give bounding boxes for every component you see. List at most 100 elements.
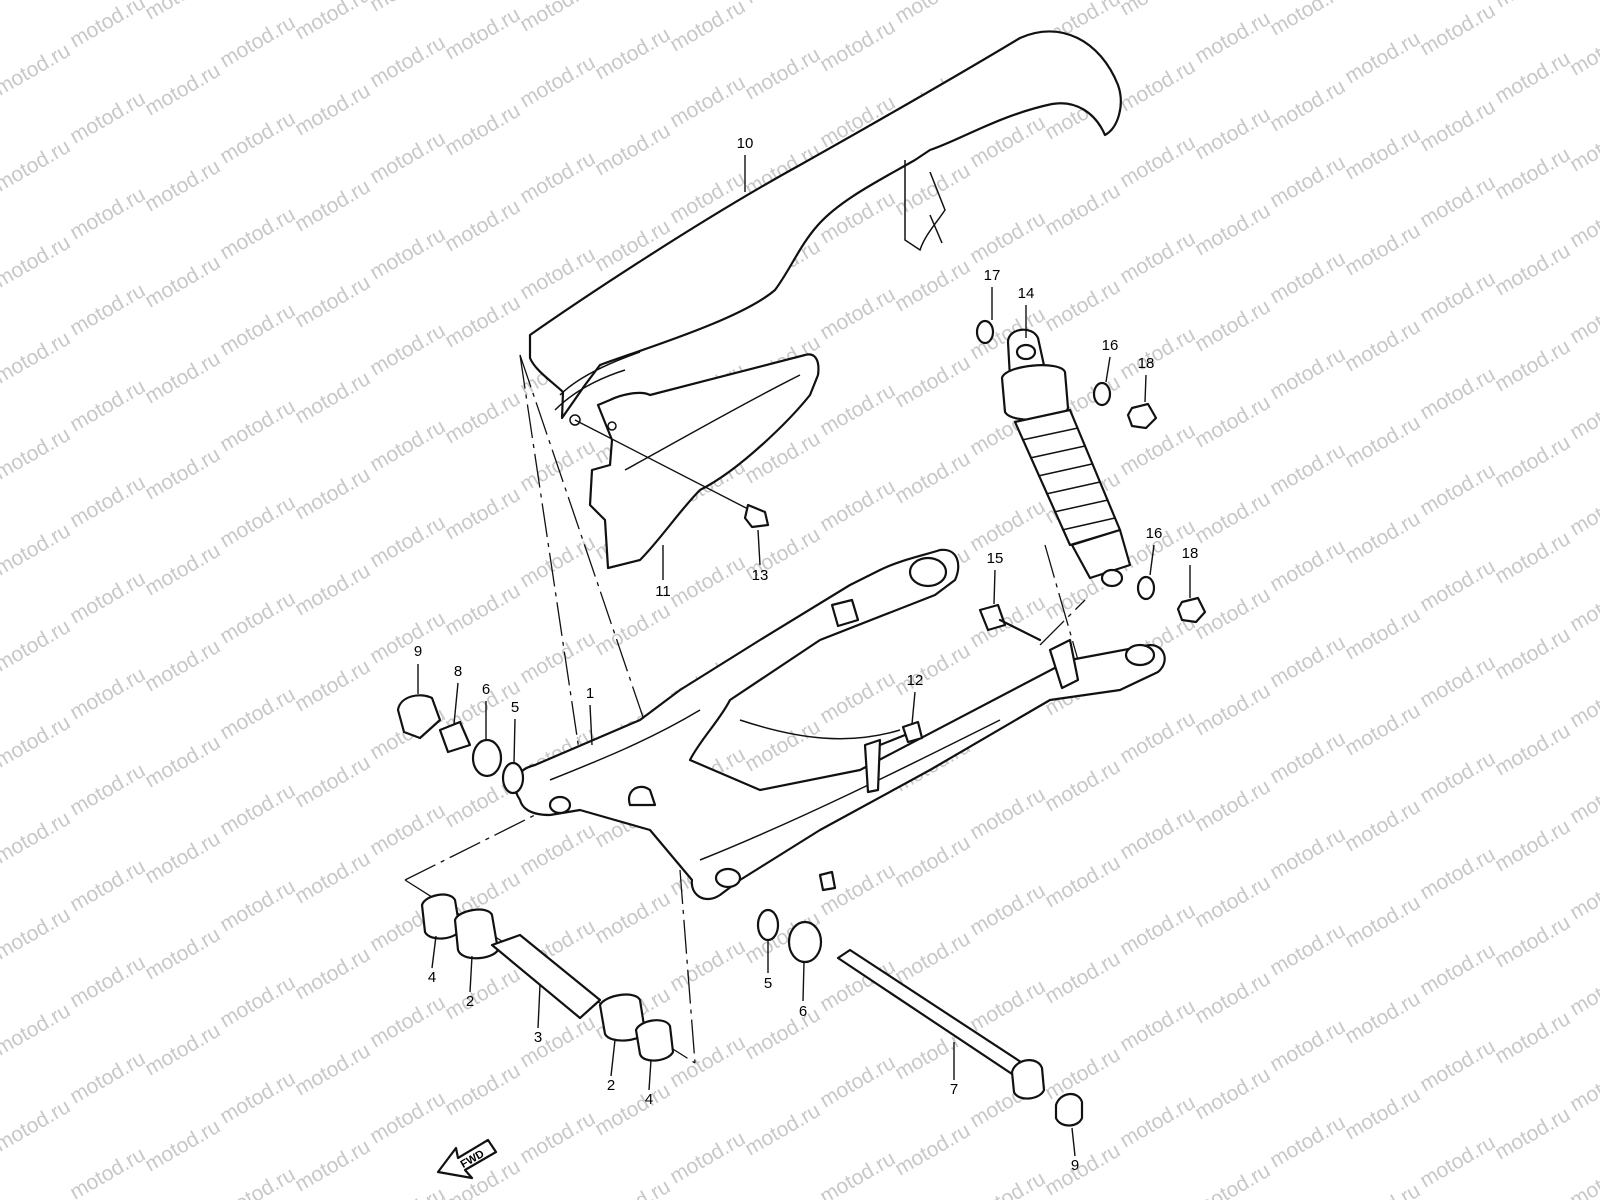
watermark-text: motod.ru bbox=[591, 1079, 674, 1140]
watermark-text: motod.ru bbox=[891, 831, 974, 892]
watermark-text: motod.ru bbox=[1266, 343, 1349, 404]
watermark-text: motod.ru bbox=[516, 0, 599, 36]
watermark-text: motod.ru bbox=[66, 1047, 149, 1108]
watermark-text: motod.ru bbox=[666, 1127, 749, 1188]
watermark-text: motod.ru bbox=[216, 203, 299, 264]
watermark-text: motod.ru bbox=[891, 351, 974, 412]
watermark-text: motod.ru bbox=[216, 395, 299, 456]
watermark-text: motod.ru bbox=[66, 87, 149, 148]
watermark-text: motod.ru bbox=[1491, 719, 1574, 780]
watermark-text: motod.ru bbox=[591, 599, 674, 660]
collar-8 bbox=[438, 720, 472, 754]
watermark-text: motod.ru bbox=[141, 923, 224, 984]
watermark-text: motod.ru bbox=[141, 827, 224, 888]
spacer-4-right bbox=[634, 1019, 675, 1062]
callout-label-c8: 8 bbox=[454, 663, 462, 680]
watermark-text: motod.ru bbox=[141, 731, 224, 792]
callout-leader-c9b bbox=[1071, 1127, 1076, 1157]
callout-leader-c18a bbox=[1144, 374, 1147, 403]
watermark-text: motod.ru bbox=[1266, 631, 1349, 692]
watermark-text: motod.ru bbox=[1341, 507, 1424, 568]
watermark-text: motod.ru bbox=[1566, 19, 1600, 80]
callout-label-c17: 17 bbox=[984, 267, 1001, 284]
watermark-text: motod.ru bbox=[1266, 75, 1349, 136]
watermark-text: motod.ru bbox=[66, 375, 149, 436]
watermark-text: motod.ru bbox=[141, 155, 224, 216]
watermark-text: motod.ru bbox=[966, 591, 1049, 652]
watermark-text: motod.ru bbox=[1566, 115, 1600, 176]
watermark-text: motod.ru bbox=[0, 231, 74, 292]
watermark-text: motod.ru bbox=[1191, 1159, 1274, 1200]
watermark-text: motod.ru bbox=[891, 927, 974, 988]
callout-leader-c15 bbox=[993, 569, 996, 605]
watermark-text: motod.ru bbox=[1566, 191, 1600, 252]
callout-leader-c4b bbox=[648, 1059, 652, 1091]
watermark-text: motod.ru bbox=[216, 587, 299, 648]
callout-leader-c2a bbox=[469, 955, 473, 993]
watermark-text: motod.ru bbox=[1266, 151, 1349, 212]
watermark-text: motod.ru bbox=[666, 0, 749, 56]
watermark-text: motod.ru bbox=[366, 127, 449, 188]
watermark-text: motod.ru bbox=[66, 183, 149, 244]
watermark-text: motod.ru bbox=[291, 463, 374, 524]
watermark-text: motod.ru bbox=[0, 39, 74, 100]
watermark-text: motod.ru bbox=[1191, 7, 1274, 68]
callout-label-c11: 11 bbox=[655, 583, 671, 600]
watermark-text: motod.ru bbox=[441, 99, 524, 160]
watermark-text: motod.ru bbox=[1266, 0, 1349, 40]
callout-label-c5b: 5 bbox=[764, 975, 772, 992]
watermark-text: motod.ru bbox=[1116, 1091, 1199, 1152]
watermark-text: motod.ru bbox=[1416, 95, 1499, 156]
watermark-text: motod.ru bbox=[741, 1099, 824, 1160]
watermark-text: motod.ru bbox=[441, 195, 524, 256]
washer-17 bbox=[975, 319, 995, 345]
watermark-text: motod.ru bbox=[366, 1183, 449, 1200]
watermark-text: motod.ru bbox=[1341, 1179, 1424, 1200]
watermark-text: motod.ru bbox=[1116, 131, 1199, 192]
watermark-text: motod.ru bbox=[441, 291, 524, 352]
watermark-text: motod.ru bbox=[516, 51, 599, 112]
watermark-text: motod.ru bbox=[291, 847, 374, 908]
bearing-6-right bbox=[787, 920, 823, 964]
watermark-text: motod.ru bbox=[516, 627, 599, 688]
watermark-text: motod.ru bbox=[366, 511, 449, 572]
watermark-text: motod.ru bbox=[1191, 871, 1274, 932]
watermark-text: motod.ru bbox=[291, 271, 374, 332]
watermark-text: motod.ru bbox=[291, 655, 374, 716]
watermark-text: motod.ru bbox=[1041, 275, 1124, 336]
watermark-text: motod.ru bbox=[591, 119, 674, 180]
watermark-text: motod.ru bbox=[816, 1147, 899, 1200]
watermark-text: motod.ru bbox=[0, 423, 74, 484]
watermark-text: motod.ru bbox=[1341, 987, 1424, 1048]
watermark-text: motod.ru bbox=[441, 963, 524, 1024]
swingarm bbox=[513, 548, 1166, 901]
watermark-text: motod.ru bbox=[1191, 391, 1274, 452]
sleeve-3 bbox=[490, 933, 602, 1020]
watermark-text: motod.ru bbox=[816, 15, 899, 76]
watermark-text: motod.ru bbox=[141, 635, 224, 696]
cap-9-right bbox=[1054, 1093, 1084, 1127]
watermark-text: motod.ru bbox=[891, 0, 974, 28]
watermark-text: motod.ru bbox=[366, 223, 449, 284]
bearing-2-left bbox=[453, 908, 500, 960]
watermark-text: motod.ru bbox=[441, 483, 524, 544]
watermark-text: motod.ru bbox=[591, 887, 674, 948]
watermark-text: motod.ru bbox=[1491, 527, 1574, 588]
watermark-text: motod.ru bbox=[1491, 0, 1574, 12]
watermark-text: motod.ru bbox=[1491, 143, 1574, 204]
watermark-text: motod.ru bbox=[1266, 247, 1349, 308]
watermark-text: motod.ru bbox=[141, 1115, 224, 1176]
shock-absorber bbox=[1000, 328, 1132, 588]
callout-label-c18a: 18 bbox=[1138, 355, 1155, 372]
watermark-text: motod.ru bbox=[1491, 239, 1574, 300]
watermark-text: motod.ru bbox=[1041, 755, 1124, 816]
watermark-text: motod.ru bbox=[966, 783, 1049, 844]
watermark-text: motod.ru bbox=[666, 551, 749, 612]
watermark-text: motod.ru bbox=[1191, 103, 1274, 164]
callout-label-c16a: 16 bbox=[1102, 337, 1119, 354]
callout-label-c2b: 2 bbox=[607, 1077, 615, 1094]
watermark-text: motod.ru bbox=[966, 495, 1049, 556]
washer-16-lower bbox=[1136, 575, 1156, 601]
watermark-text: motod.ru bbox=[1341, 27, 1424, 88]
watermark-text: motod.ru bbox=[291, 1135, 374, 1196]
